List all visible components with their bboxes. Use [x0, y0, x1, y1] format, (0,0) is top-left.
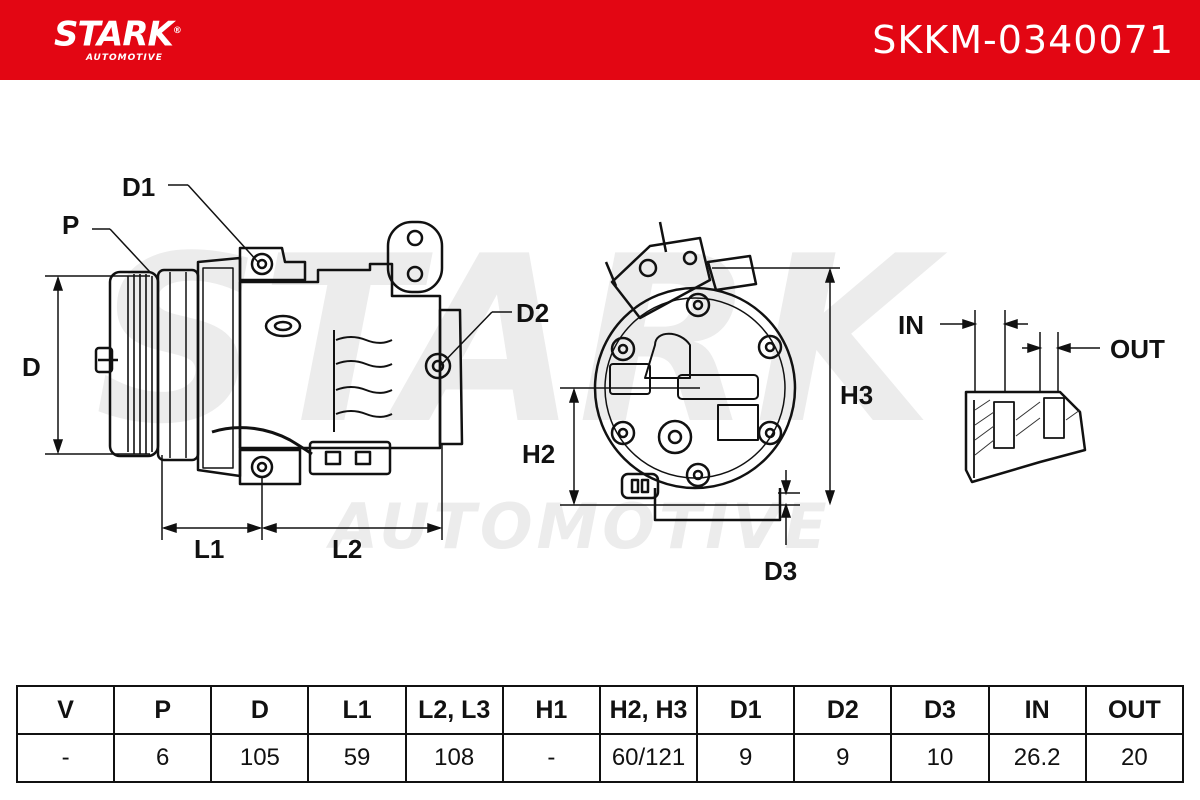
spec-value-cell: 105 [210, 733, 310, 783]
spec-header-cell: H2, H3 [598, 685, 699, 735]
spec-header-cell: D3 [890, 685, 990, 735]
technical-drawing: STARK AUTOMOTIVE [22, 172, 1165, 586]
compressor-rear-view [593, 221, 797, 522]
spec-value-cell: 108 [404, 733, 504, 783]
side-view-dimensions [45, 184, 512, 540]
spec-table-value-row: - 6 105 59 108 - 60/121 9 9 10 26.2 20 [15, 733, 1185, 783]
part-number: SKKM-0340071 [872, 18, 1174, 62]
spec-header-cell: H1 [501, 685, 601, 735]
spec-table-header-row: V P D L1 L2, L3 H1 H2, H3 D1 D2 D3 IN OU… [15, 685, 1185, 735]
rear-view-dimensions [560, 267, 840, 545]
label-d: D [22, 352, 41, 382]
label-l2: L2 [332, 534, 362, 564]
spec-table: V P D L1 L2, L3 H1 H2, H3 D1 D2 D3 IN OU… [15, 685, 1185, 783]
spec-value-cell: 10 [890, 733, 990, 783]
label-h2: H2 [522, 439, 555, 469]
spec-header-cell: L2, L3 [404, 685, 504, 735]
label-l1: L1 [194, 534, 224, 564]
port-section-view [964, 390, 1087, 484]
spec-value-cell: 20 [1084, 733, 1185, 783]
spec-value-cell: - [501, 733, 601, 783]
spec-value-cell: 9 [793, 733, 893, 783]
brand-logo: STARK® AUTOMOTIVE [54, 14, 182, 64]
port-dimensions [940, 310, 1100, 392]
label-out: OUT [1110, 334, 1165, 364]
watermark-brand: STARK [95, 208, 948, 475]
spec-value-cell: 60/121 [598, 733, 699, 783]
spec-value-cell: 6 [113, 733, 213, 783]
label-h3: H3 [840, 380, 873, 410]
brand-name: STARK [54, 14, 174, 55]
spec-header-cell: OUT [1084, 685, 1185, 735]
spec-value-cell: - [15, 733, 116, 783]
dimension-labels: D1 P D D2 L1 L2 H2 H3 D3 IN OUT [22, 172, 1165, 586]
header-bar: STARK® AUTOMOTIVE SKKM-0340071 [0, 0, 1200, 80]
watermark-subtitle: AUTOMOTIVE [325, 490, 831, 563]
spec-value-cell: 26.2 [987, 733, 1087, 783]
spec-header-cell: P [113, 685, 213, 735]
spec-header-cell: D2 [793, 685, 893, 735]
spec-value-cell: 59 [307, 733, 407, 783]
label-d3: D3 [764, 556, 797, 586]
spec-header-cell: IN [987, 685, 1087, 735]
label-p: P [62, 210, 79, 240]
spec-header-cell: D [210, 685, 310, 735]
watermark: STARK AUTOMOTIVE [95, 208, 948, 563]
label-in: IN [898, 310, 924, 340]
compressor-side-view [94, 220, 464, 486]
spec-header-cell: D1 [696, 685, 796, 735]
spec-header-cell: V [15, 685, 116, 735]
brand-subtitle: AUTOMOTIVE [86, 53, 163, 64]
spec-header-cell: L1 [307, 685, 407, 735]
label-d1: D1 [122, 172, 155, 202]
spec-value-cell: 9 [696, 733, 796, 783]
label-d2: D2 [516, 298, 549, 328]
